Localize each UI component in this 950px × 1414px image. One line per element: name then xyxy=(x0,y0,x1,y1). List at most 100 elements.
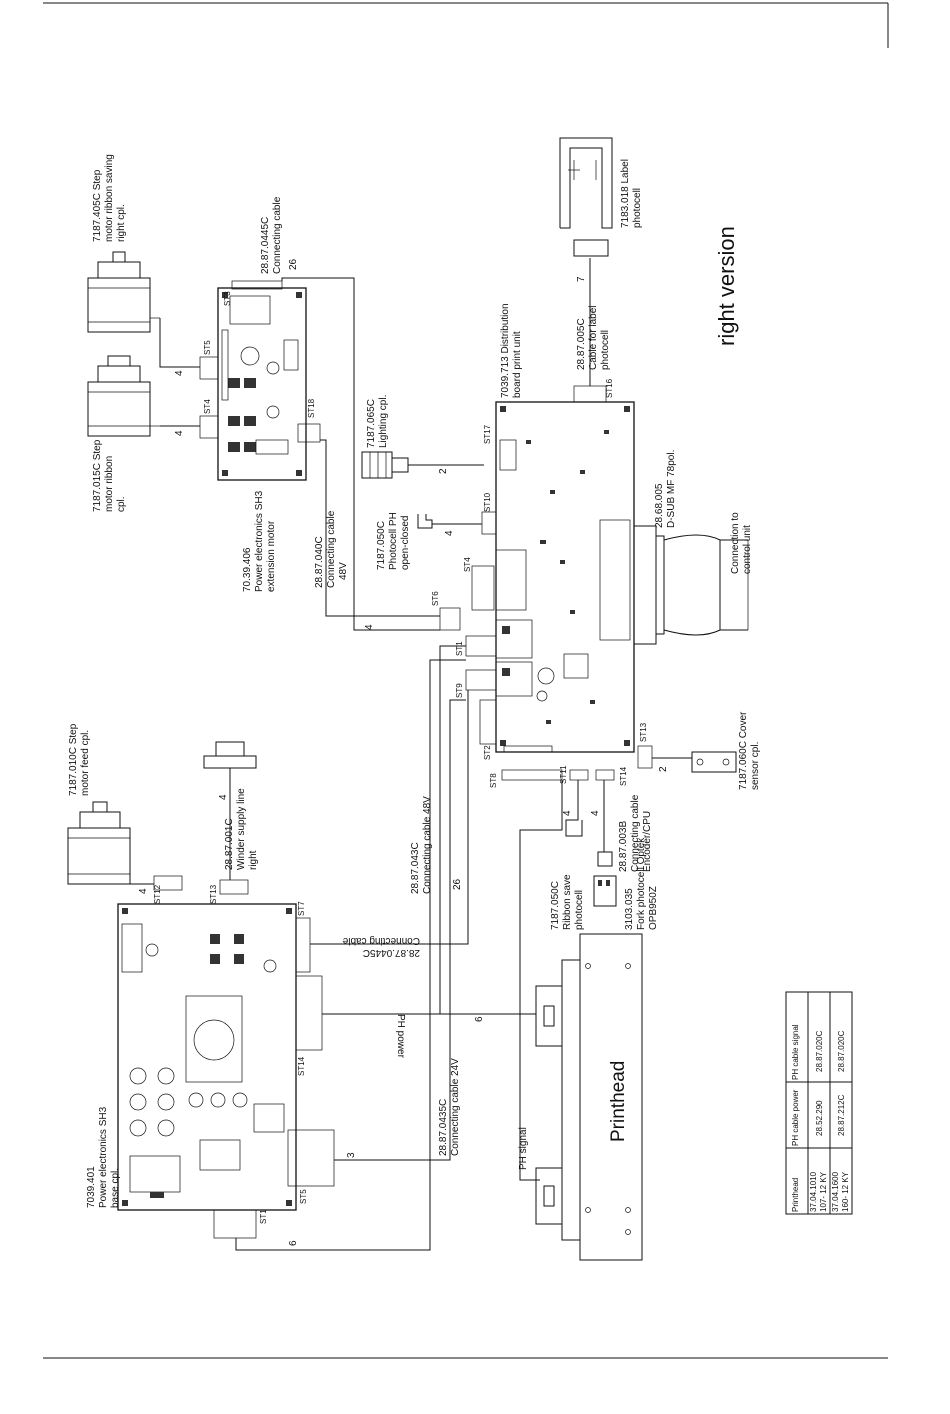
svg-text:28.87.0445C: 28.87.0445C xyxy=(363,947,420,958)
st14-connector xyxy=(295,975,323,1051)
svg-text:cpl.: cpl. xyxy=(116,496,127,512)
control-unit-label: Connection to control unit xyxy=(730,512,753,574)
svg-text:Ribbon save: Ribbon save xyxy=(562,874,573,930)
svg-text:7187.015C Step: 7187.015C Step xyxy=(92,439,103,512)
motor-ribbon-label: 7187.015C Step motor ribbon cpl. xyxy=(92,439,127,512)
count-4-040c: 4 xyxy=(364,624,375,630)
motor-ribbon-saving-icon xyxy=(87,251,160,333)
st1-dist-connector xyxy=(465,635,497,657)
svg-text:motor ribbon saving: motor ribbon saving xyxy=(104,154,115,242)
st4-connector xyxy=(199,415,219,439)
st6-connector xyxy=(439,607,461,631)
wire-435c xyxy=(334,699,466,1161)
count-4-winder: 4 xyxy=(218,794,229,800)
svg-text:board print unit: board print unit xyxy=(512,331,523,398)
st5-connector-top xyxy=(199,356,219,380)
svg-text:28.68.005: 28.68.005 xyxy=(654,483,665,528)
count-4-saving: 4 xyxy=(174,370,185,376)
wire-445c-bottom xyxy=(310,690,469,945)
st14-dist-connector xyxy=(595,769,615,781)
st1-label: ST1 xyxy=(259,1209,268,1224)
svg-text:base cpl.: base cpl. xyxy=(110,1168,121,1208)
svg-text:photocell: photocell xyxy=(574,890,585,930)
svg-text:7039.713 Distribution: 7039.713 Distribution xyxy=(500,303,511,398)
distribution-board-label: 7039.713 Distribution board print unit xyxy=(500,303,523,398)
cover-sensor-icon xyxy=(691,751,737,773)
wire-motor-saving xyxy=(159,318,200,368)
svg-text:motor ribbon: motor ribbon xyxy=(104,456,115,512)
distribution-board xyxy=(495,401,635,753)
st16-connector xyxy=(573,385,607,403)
st9-label: ST9 xyxy=(455,683,464,698)
st2-label: ST2 xyxy=(483,745,492,760)
svg-text:28.87.040C: 28.87.040C xyxy=(314,536,325,588)
svg-text:Winder supply line: Winder supply line xyxy=(236,788,247,870)
table-header-power: PH cable power xyxy=(791,1089,800,1146)
photocell-ph-icon xyxy=(417,514,433,529)
svg-text:Connecting cable: Connecting cable xyxy=(326,510,337,588)
printhead-icon xyxy=(535,933,643,1261)
st3-label: ST3 xyxy=(223,291,232,306)
count-2-cover: 2 xyxy=(658,766,669,772)
svg-text:Fork photocell Optek: Fork photocell Optek xyxy=(636,837,647,930)
svg-text:7187.060C Cover: 7187.060C Cover xyxy=(738,711,749,790)
svg-text:7187.010C Step: 7187.010C Step xyxy=(68,723,79,796)
svg-text:48V: 48V xyxy=(338,562,349,580)
st13-dist-label: ST13 xyxy=(639,722,648,742)
lighting-label: 7187.065C Lighting cpl. xyxy=(366,395,389,448)
fork-photocell-label: 3103.035 Fork photocell Optek OPB950Z xyxy=(624,837,659,930)
svg-text:right cpl.: right cpl. xyxy=(116,204,127,242)
fork-photocell-icon xyxy=(593,875,617,907)
svg-text:26: 26 xyxy=(288,258,299,270)
st7-label: ST7 xyxy=(297,901,306,916)
title: right version xyxy=(714,226,739,346)
wire-445c-top xyxy=(281,277,440,631)
st18-connector xyxy=(297,423,321,443)
dsub-connector xyxy=(633,525,749,645)
count-4-photocell: 4 xyxy=(444,530,455,536)
st7-connector xyxy=(295,917,311,973)
st5-label: ST5 xyxy=(299,1189,308,1204)
table-row2-printhead-a: 37.04.1600 xyxy=(831,1171,840,1212)
svg-text:Lighting cpl.: Lighting cpl. xyxy=(378,395,389,448)
svg-text:7187.050C: 7187.050C xyxy=(550,881,561,930)
st12-label: ST12 xyxy=(153,884,162,904)
svg-text:7187.050C: 7187.050C xyxy=(376,521,387,570)
table-row1-printhead-a: 37.04.1010 xyxy=(809,1171,818,1212)
cover-sensor-label: 7187.060C Cover sensor cpl. xyxy=(738,711,761,790)
svg-text:Connecting cable: Connecting cable xyxy=(630,794,641,872)
dsub-label: 28.68.005 D-SUB MF 78pol. xyxy=(654,450,677,528)
st14-label: ST14 xyxy=(297,1056,306,1076)
svg-text:Encoder/CPU: Encoder/CPU xyxy=(642,811,653,872)
st1-dist-label: ST1 xyxy=(455,641,464,656)
encoder-plug xyxy=(597,851,613,867)
pe-sh3-base-board xyxy=(117,903,297,1211)
count-26-bottom: 26 xyxy=(452,878,463,890)
st16-label: ST16 xyxy=(605,378,614,398)
count-6-ph: 6 xyxy=(474,1016,485,1022)
table-header-printhead: Printhead xyxy=(791,1178,800,1212)
table-row1-printhead-b: 107- 12 KY xyxy=(819,1171,828,1212)
st18-label: ST18 xyxy=(307,398,316,418)
svg-text:Power electronics SH3: Power electronics SH3 xyxy=(254,490,265,592)
table-row2-power: 28.87.212C xyxy=(837,1094,846,1136)
st4-label: ST4 xyxy=(203,399,212,414)
svg-text:7187.405C Step: 7187.405C Step xyxy=(92,169,103,242)
st13-connector xyxy=(219,879,249,895)
count-7: 7 xyxy=(576,276,587,282)
svg-text:Connecting cable 48V: Connecting cable 48V xyxy=(422,796,433,894)
motor-feed-label: 7187.010C Step motor feed cpl. xyxy=(68,723,91,796)
cable-445c-top-label: 28.87.0445C Connecting cable 26 xyxy=(260,196,299,274)
pe-sh3-extension-board xyxy=(217,287,307,481)
count-4-encoder: 4 xyxy=(590,810,601,816)
st17-connector xyxy=(499,439,517,471)
st5-connector xyxy=(287,1129,335,1187)
ribbon-save-photocell-icon xyxy=(565,780,583,837)
st6-label: ST6 xyxy=(431,591,440,606)
motor-ribbon-saving-label: 7187.405C Step motor ribbon saving right… xyxy=(92,154,127,242)
st10-connector xyxy=(481,511,497,535)
st3-connector xyxy=(231,280,283,290)
st4-dist-connector xyxy=(471,565,495,611)
